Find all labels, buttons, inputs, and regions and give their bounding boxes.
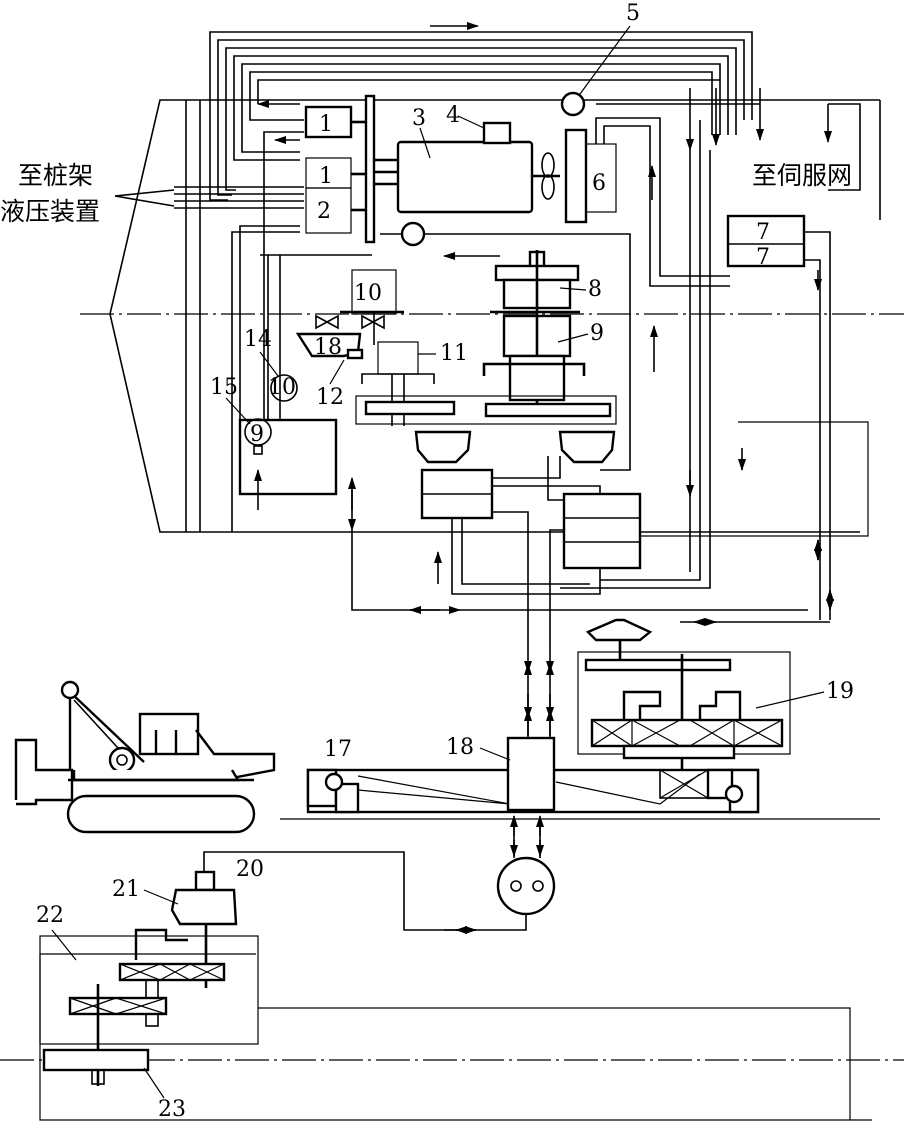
label-18: 18 bbox=[446, 735, 474, 760]
fan-icon bbox=[532, 152, 560, 200]
drive-unit-10-11: 10 18 12 11 bbox=[295, 269, 617, 464]
pressure-lines-to-18 bbox=[524, 650, 554, 740]
label-7b: 7 bbox=[756, 245, 770, 270]
label-3: 3 bbox=[412, 106, 426, 131]
label-1b: 1 bbox=[319, 164, 333, 189]
label-10: 10 bbox=[354, 281, 382, 306]
gearbox-icon: 19 bbox=[577, 618, 854, 770]
label-17: 17 bbox=[324, 737, 352, 762]
label-10b: 10 bbox=[268, 375, 296, 400]
component-6 bbox=[585, 143, 617, 213]
label-9: 9 bbox=[590, 321, 604, 346]
pipe-bundle bbox=[114, 22, 861, 532]
center-lines bbox=[0, 313, 904, 1061]
servo-network-label: 至伺服网 bbox=[752, 161, 852, 190]
label-9b: 9 bbox=[250, 422, 264, 447]
label-21: 21 bbox=[112, 877, 140, 902]
hydraulic-tank: 10 14 9 15 bbox=[210, 327, 808, 614]
crawler-crane-icon bbox=[14, 680, 276, 834]
hydraulic-motor-icon bbox=[203, 815, 556, 934]
machine-frame-outline bbox=[109, 99, 881, 533]
slewing-ring-icon: 18 17 bbox=[306, 735, 760, 814]
radiator bbox=[564, 128, 588, 224]
lower-gear-train: 20 21 22 23 bbox=[36, 857, 872, 1122]
label-19: 19 bbox=[826, 679, 854, 704]
gear-teeth-19 bbox=[591, 719, 783, 747]
drive-unit-8-9: 8 9 bbox=[482, 250, 658, 418]
pump-group: 1 1 2 bbox=[304, 105, 366, 234]
label-12: 12 bbox=[316, 385, 344, 410]
component-5: 5 bbox=[560, 1, 640, 117]
label-7a: 7 bbox=[756, 220, 770, 245]
pile-frame-label: 至桩架 液压装置 bbox=[0, 161, 100, 226]
component-4 bbox=[482, 121, 512, 145]
label-20: 20 bbox=[236, 857, 264, 882]
label-11: 11 bbox=[440, 341, 468, 366]
label-4: 4 bbox=[446, 103, 460, 128]
label-18b: 18 bbox=[314, 335, 342, 360]
label-14: 14 bbox=[244, 327, 272, 352]
control-valves bbox=[420, 456, 642, 650]
pile-frame-label-line2: 液压装置 bbox=[0, 197, 100, 226]
label-15: 15 bbox=[210, 375, 238, 400]
transmission-shaft bbox=[364, 94, 376, 244]
label-22: 22 bbox=[36, 903, 64, 928]
engine-3: 3 4 6 bbox=[374, 103, 730, 287]
pile-frame-label-line1: 至桩架 bbox=[18, 161, 93, 190]
servo-valve-7: 至伺服网 7 7 bbox=[560, 120, 869, 620]
label-5: 5 bbox=[626, 1, 640, 26]
label-8: 8 bbox=[588, 277, 602, 302]
accumulator-circle bbox=[380, 221, 631, 471]
label-2: 2 bbox=[317, 199, 331, 224]
label-1a: 1 bbox=[319, 112, 333, 137]
label-23: 23 bbox=[158, 1097, 186, 1122]
label-6: 6 bbox=[592, 171, 606, 196]
